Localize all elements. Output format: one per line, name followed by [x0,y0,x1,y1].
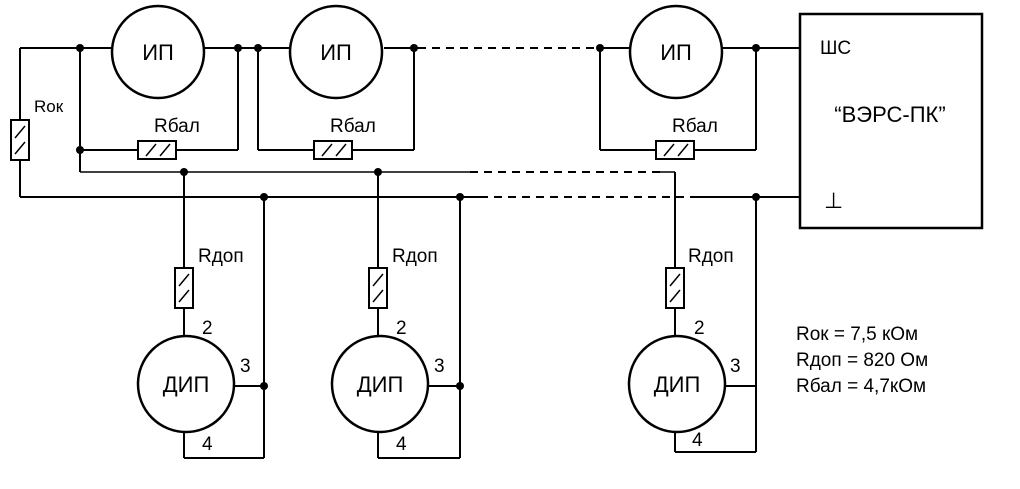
rbal-label-3: Rбал [672,116,718,137]
panel-shs-terminal: ШС [820,38,851,59]
pin-3-label-3: 3 [730,356,741,377]
ip-label-1: ИП [142,40,174,65]
dip-detector-1: ДИП Rдоп 2 3 4 [136,168,268,459]
rdop-label-2: Rдоп [392,246,438,267]
ip-detector-3: ИП Rбал [596,4,760,160]
dip-detector-3: ДИП Rдоп 2 3 4 [627,172,760,453]
panel-name: “ВЭРС-ПК” [834,102,945,127]
control-panel: ШС “ВЭРС-ПК” ⊥ [798,12,984,230]
pin-3-label-1: 3 [240,356,251,377]
pin-4-label-1: 4 [202,434,213,455]
ip-detector-2: ИП Rбал [254,4,418,160]
rbal-label-2: Rбал [330,116,376,137]
legend-rdop: Rдоп = 820 Ом [796,350,928,371]
rok-resistor: Rок [10,48,64,197]
ip-detector-1: ИП Rбал [76,4,242,172]
rdop-label-3: Rдоп [688,246,734,267]
pin-3-label-2: 3 [434,356,445,377]
panel-ground-terminal: ⊥ [824,188,843,213]
ip-label-3: ИП [660,40,692,65]
legend-rbal: Rбал = 4,7кОм [796,376,926,397]
dip-label-1: ДИП [163,372,210,397]
legend-rok: Rок = 7,5 кОм [796,324,918,345]
dip-label-3: ДИП [654,372,701,397]
ip-label-2: ИП [320,40,352,65]
component-values-legend: Rок = 7,5 кОм Rдоп = 820 Ом Rбал = 4,7кО… [796,324,928,397]
pin-4-label-2: 4 [396,434,407,455]
dip-label-2: ДИП [357,372,404,397]
rok-label: Rок [34,97,64,116]
pin-2-label-2: 2 [396,318,407,339]
dip-detector-2: ДИП Rдоп 2 3 4 [330,168,464,459]
rbal-label-1: Rбал [154,116,200,137]
rdop-label-1: Rдоп [198,246,244,267]
pin-2-label-1: 2 [202,318,213,339]
pin-4-label-3: 4 [692,430,703,451]
pin-2-label-3: 2 [694,318,705,339]
